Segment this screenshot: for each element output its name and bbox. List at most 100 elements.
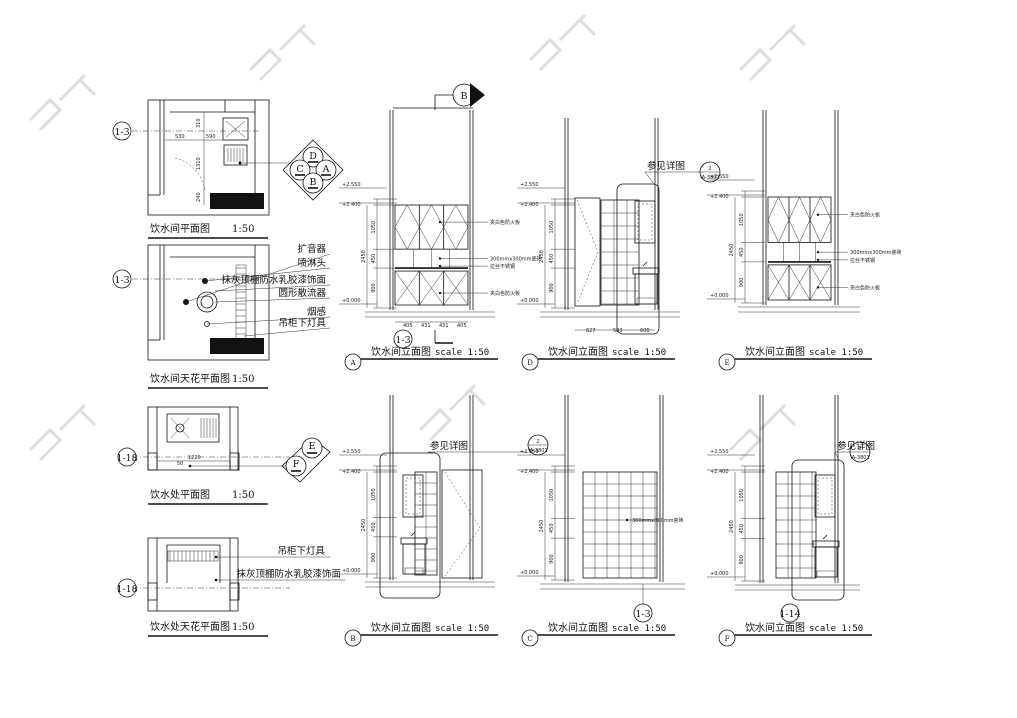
dim-text: 50	[177, 461, 183, 467]
rect	[816, 570, 836, 578]
elevation-scale: scale 1:50	[809, 348, 863, 358]
rect	[147, 452, 158, 471]
detail-callout-box	[379, 452, 441, 599]
dim-text: 1050	[371, 221, 377, 234]
detail-sheet: IA-3801	[700, 175, 719, 181]
plan-scale: 1:50	[232, 490, 254, 501]
level-label: +2.550	[710, 449, 729, 455]
dim-text: 900	[739, 555, 745, 565]
door-pattern	[419, 270, 444, 306]
section-marker	[117, 447, 137, 467]
rect	[405, 477, 421, 515]
level-label: +2.400	[342, 202, 361, 208]
material-note: 300mmx300mm瓷砖	[490, 256, 542, 263]
dim-text: 600	[640, 328, 650, 334]
elevation-scale: scale 1:50	[435, 348, 489, 358]
level-label: +2.400	[710, 194, 729, 200]
faucet-icon	[410, 531, 416, 537]
dim-text: 1050	[371, 488, 377, 501]
elevation-A: +2.550+2.400+0.00024501050450900夹白色防火板30…	[339, 83, 542, 371]
elevation-E: +2.550+2.400+0.00024501050450900夹白色防火板30…	[707, 110, 902, 371]
line	[170, 417, 190, 439]
lower-cabinet	[767, 264, 832, 301]
level-label: +2.550	[342, 182, 361, 188]
upper-cabinet	[767, 196, 832, 243]
plan-frame	[147, 99, 270, 216]
drainboard-icon	[223, 144, 248, 166]
leader-line	[243, 327, 331, 337]
material-note: 300mmx300mm瓷砖	[632, 517, 684, 524]
elevation-F: +2.550+2.400+0.00024501050450900参见详图2IA-…	[707, 395, 875, 647]
elevation-id-circle	[521, 353, 539, 371]
detail-number: 2	[858, 446, 861, 452]
tile-wall	[582, 471, 658, 579]
dim-text: 2450	[361, 250, 367, 263]
material-note: 拉丝不锈钢	[850, 257, 875, 264]
material-note: 300mmx300mm瓷砖	[850, 249, 902, 256]
dim-text: 627	[586, 328, 596, 334]
detail-sheet: IA-3801	[528, 448, 547, 454]
level-label: +2.400	[342, 469, 361, 475]
section-marker	[633, 603, 653, 623]
material-note: 夹白色防火板	[490, 219, 520, 226]
door	[441, 469, 483, 579]
circle	[238, 161, 242, 165]
elevation-views: +2.550 +2.400 +0.000 2450 1050 450 900 夹白色防火板 30…	[339, 83, 902, 647]
view-compass	[282, 139, 344, 201]
dim-text: 310	[196, 118, 202, 128]
plan-title: 饮水间天花平面图	[150, 372, 230, 385]
elevation-title: 饮水间立面图	[371, 345, 431, 358]
material-note: 夹白色防火板	[490, 290, 520, 297]
dim-text: 2450	[539, 520, 545, 533]
elevation-scale: scale 1:50	[435, 624, 489, 634]
dim-text: 1050	[739, 213, 745, 226]
sink-counter	[400, 537, 428, 545]
wall-cabinet	[814, 474, 836, 518]
section-marker-label: 1-3	[114, 127, 129, 138]
ceiling-note: 喷淋头	[297, 257, 326, 269]
elevation-id-circle	[521, 629, 539, 647]
door-pattern	[809, 196, 832, 244]
plan-title: 饮水处平面图	[150, 488, 210, 501]
elevation-id: B	[350, 635, 355, 643]
level-label: +0.000	[342, 568, 361, 574]
detail-callout-box	[616, 183, 660, 335]
counter-block	[210, 193, 264, 209]
rect	[147, 582, 158, 601]
dim-text: 240	[196, 192, 202, 202]
rect	[229, 452, 240, 471]
upper-cabinet	[394, 204, 469, 250]
plan-frame	[147, 244, 270, 361]
door-pattern	[809, 264, 832, 301]
leader-line	[214, 284, 331, 292]
dim-text: 2450	[361, 519, 367, 532]
plan-scale: 1:50	[232, 224, 254, 235]
ceiling-note: 圆形散流器	[278, 287, 326, 299]
base-cabinet	[634, 273, 658, 305]
level-label: +0.000	[710, 293, 729, 299]
elevation-title: 饮水间立面图	[745, 621, 805, 634]
elevation-id-circle	[718, 353, 736, 371]
dim-text: 431	[421, 323, 431, 329]
elevation-title: 饮水间立面图	[548, 345, 608, 358]
plan-scale: 1:50	[232, 622, 254, 633]
section-marker	[393, 329, 413, 349]
dim-text: 405	[403, 323, 413, 329]
dim-text: 2450	[729, 244, 735, 257]
lower-cabinet	[394, 270, 469, 306]
leader-line	[214, 297, 331, 303]
door-pattern	[788, 264, 811, 301]
plan-frame	[147, 537, 239, 612]
level-label: +0.000	[342, 298, 361, 304]
door-pattern	[394, 270, 420, 306]
dim-text: 530	[175, 134, 185, 140]
dim-text: 583	[613, 328, 623, 334]
elevation-scale: scale 1:50	[612, 348, 666, 358]
elevation-id-circle	[718, 629, 736, 647]
dim-text: 450	[739, 524, 745, 534]
level-label: +2.400	[520, 469, 539, 475]
leader-line	[206, 316, 331, 325]
